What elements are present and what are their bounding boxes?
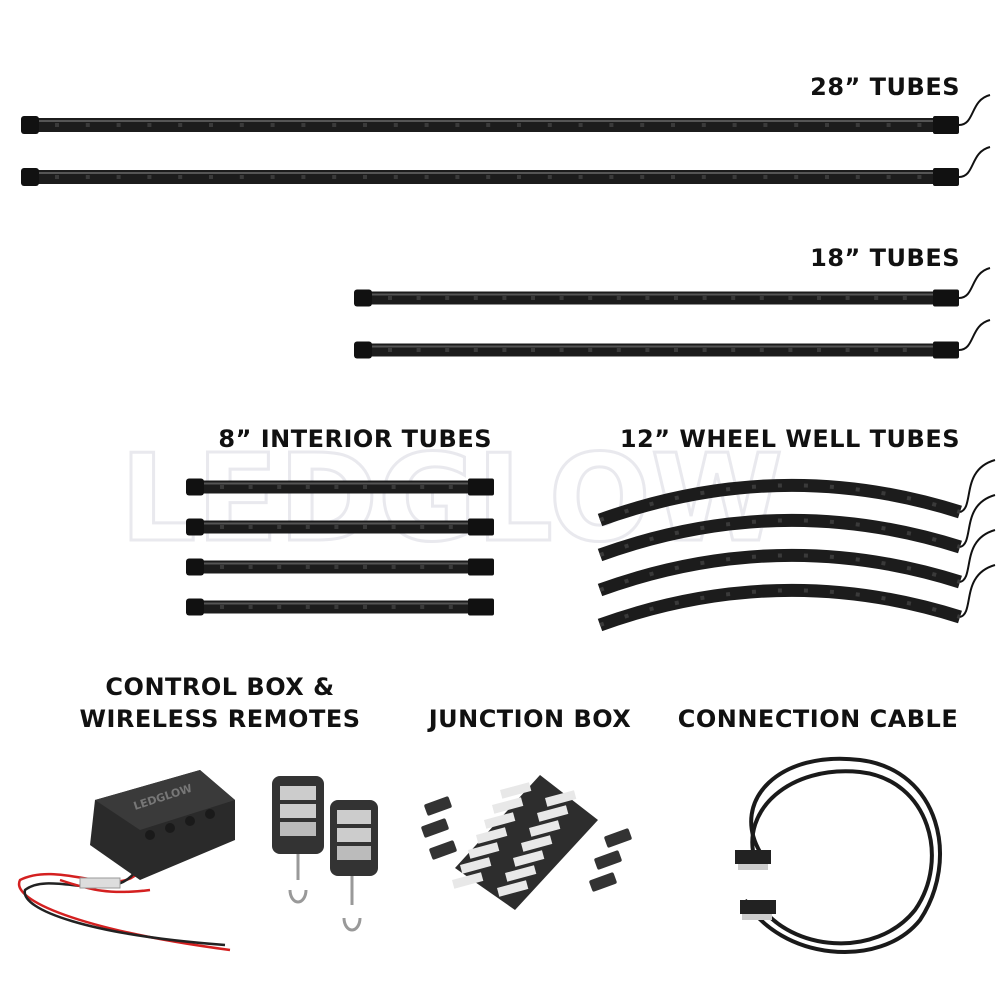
tube-28-1 bbox=[21, 94, 991, 134]
wheel-well-tubes bbox=[597, 459, 996, 632]
connection-cable bbox=[735, 756, 942, 955]
junction-port bbox=[521, 835, 553, 852]
label-12-wheel-well-tubes: 12” WHEEL WELL TUBES bbox=[620, 425, 960, 453]
tube-12-wheel-well-2 bbox=[597, 494, 996, 562]
tube-18-2 bbox=[354, 319, 991, 359]
label-28-tubes: 28” TUBES bbox=[810, 73, 960, 101]
junction-port bbox=[544, 790, 577, 807]
junction-port bbox=[452, 872, 484, 889]
junction-port bbox=[529, 820, 561, 837]
tube-8-interior-4 bbox=[186, 598, 494, 616]
junction-port bbox=[500, 782, 532, 799]
tube-12-wheel-well-4 bbox=[597, 564, 996, 632]
label-control-box: CONTROL BOX & bbox=[105, 673, 334, 701]
tube-8-interior-1 bbox=[186, 478, 494, 496]
junction-port bbox=[476, 827, 508, 844]
tube-18-1 bbox=[354, 267, 991, 307]
wireless-remote-2 bbox=[330, 800, 378, 932]
junction-port bbox=[537, 805, 569, 822]
label-junction-box: JUNCTION BOX bbox=[427, 705, 632, 733]
power-wires bbox=[17, 869, 231, 952]
tube-8-interior-3 bbox=[186, 558, 494, 576]
control-box: LEDGLOW bbox=[90, 770, 235, 880]
junction-port bbox=[492, 797, 524, 814]
label-8-interior-tubes: 8” INTERIOR TUBES bbox=[218, 425, 492, 453]
junction-box bbox=[421, 775, 632, 910]
tube-12-wheel-well-3 bbox=[597, 529, 996, 597]
tube-12-wheel-well-1 bbox=[597, 459, 996, 527]
straight-tubes bbox=[21, 94, 991, 616]
junction-port bbox=[460, 857, 492, 874]
tube-28-2 bbox=[21, 146, 991, 186]
label-18-tubes: 18” TUBES bbox=[810, 244, 960, 272]
wireless-remote-1 bbox=[272, 776, 324, 904]
label-wireless-remotes: WIRELESS REMOTES bbox=[79, 705, 360, 733]
junction-port bbox=[513, 850, 545, 867]
junction-port bbox=[484, 812, 516, 829]
junction-port bbox=[468, 842, 500, 859]
label-connection-cable: CONNECTION CABLE bbox=[678, 705, 959, 733]
tube-8-interior-2 bbox=[186, 518, 494, 536]
junction-port bbox=[505, 865, 537, 882]
junction-port bbox=[497, 880, 529, 897]
